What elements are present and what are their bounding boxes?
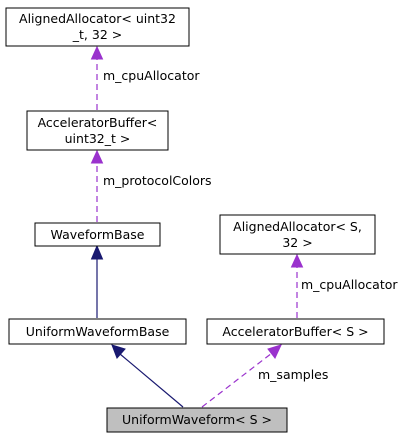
node-label: UniformWaveformBase [26, 324, 170, 339]
node-label-line2: _t, 32 > [72, 27, 122, 42]
edge-cpu-allocator-left [90, 45, 104, 110]
node-accelerator-buffer-uint32[interactable]: AcceleratorBuffer< uint32_t > [26, 110, 169, 151]
node-uniform-waveform-s[interactable]: UniformWaveform< S > [106, 407, 288, 433]
node-label-line1: AlignedAllocator< S, [233, 219, 362, 234]
edge-cpu-allocator-right [290, 253, 304, 318]
edge-inherit-uniform-waveform-base [111, 344, 184, 408]
edge-label-cpu-allocator-right: m_cpuAllocator [301, 277, 398, 292]
edge-inherit-waveform-base [90, 244, 104, 318]
node-accelerator-buffer-s[interactable]: AcceleratorBuffer< S > [206, 318, 385, 345]
edge-label-cpu-allocator-left: m_cpuAllocator [103, 68, 200, 83]
node-label: WaveformBase [51, 227, 145, 242]
node-aligned-allocator-s[interactable]: AlignedAllocator< S, 32 > [219, 214, 376, 255]
node-aligned-allocator-uint32[interactable]: AlignedAllocator< uint32 _t, 32 > [5, 7, 190, 47]
edge-label-protocol-colors: m_protocolColors [103, 173, 212, 188]
node-label: AcceleratorBuffer< S > [222, 324, 368, 339]
node-label-line2: uint32_t > [65, 131, 131, 146]
node-label-line1: AlignedAllocator< uint32 [19, 11, 176, 26]
edge-samples [201, 344, 282, 408]
node-uniform-waveform-base[interactable]: UniformWaveformBase [8, 318, 187, 345]
node-waveform-base[interactable]: WaveformBase [34, 222, 161, 247]
edge-protocol-colors [90, 149, 104, 222]
node-label-line1: AcceleratorBuffer< [38, 115, 158, 130]
node-label: UniformWaveform< S > [122, 412, 272, 427]
node-label-line2: 32 > [282, 235, 312, 250]
edge-label-samples: m_samples [258, 367, 328, 382]
